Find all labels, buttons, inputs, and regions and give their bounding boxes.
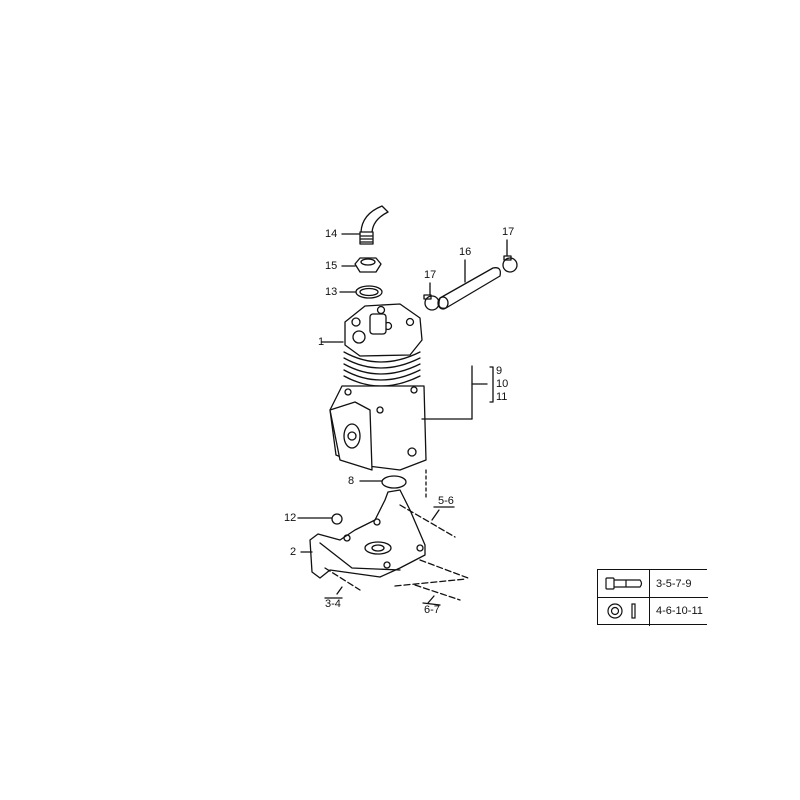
callout-5-6: 5-6 <box>438 495 454 507</box>
o-ring-small-part <box>297 513 343 525</box>
legend-divider <box>649 570 650 626</box>
legend-row-bolts: 3-5-7-9 <box>598 570 708 598</box>
seal-ring-part <box>339 285 383 299</box>
callout-10: 10 <box>496 378 509 390</box>
compressor-part <box>321 303 427 501</box>
callout-8: 8 <box>348 475 355 487</box>
hose-clamp-part <box>502 239 518 273</box>
hose-clamp-part <box>423 282 440 311</box>
o-ring-part <box>359 475 407 489</box>
callout-6-7: 6-7 <box>424 604 440 616</box>
callout-12: 12 <box>284 512 297 524</box>
bolt-axis-lines <box>324 504 469 601</box>
hose-part <box>437 259 501 310</box>
callout-13: 13 <box>325 286 338 298</box>
callout-9: 9 <box>496 365 503 377</box>
callout-3-4: 3-4 <box>325 598 341 610</box>
callout-17-right: 17 <box>502 226 515 238</box>
leader-9-10-11 <box>421 365 494 420</box>
fastener-legend-table: 3-5-7-9 4-6-10-11 <box>597 569 708 626</box>
legend-washers-text: 4-6-10-11 <box>656 605 703 617</box>
callout-1: 1 <box>318 336 325 348</box>
legend-bolts-text: 3-5-7-9 <box>656 578 692 590</box>
nut-part <box>341 257 382 273</box>
callout-16: 16 <box>459 246 472 258</box>
callout-14: 14 <box>325 228 338 240</box>
callout-11: 11 <box>496 391 508 403</box>
callout-15: 15 <box>325 260 338 272</box>
bolt-icon <box>605 577 643 590</box>
washer-icon <box>607 603 636 619</box>
bracket-part <box>300 489 426 579</box>
callout-17-left: 17 <box>424 269 437 281</box>
leader-lines <box>324 506 455 606</box>
callout-2: 2 <box>290 546 297 558</box>
elbow-pipe-part <box>341 205 389 245</box>
legend-row-washers: 4-6-10-11 <box>598 597 708 624</box>
